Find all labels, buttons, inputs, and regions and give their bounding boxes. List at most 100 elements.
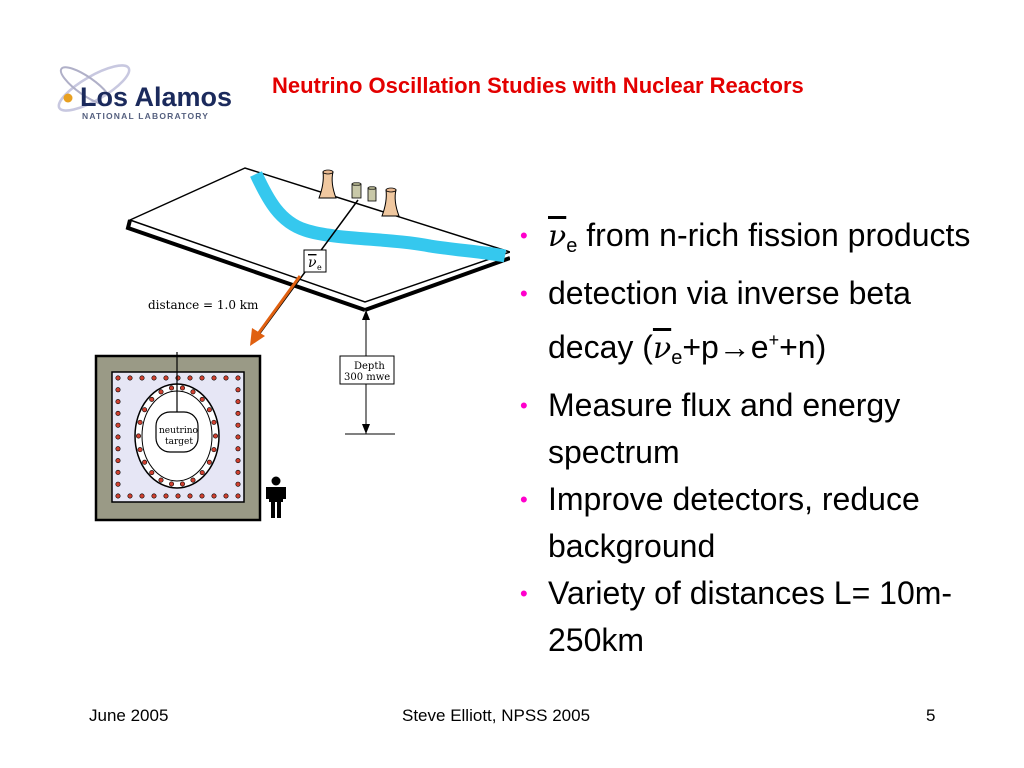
depth-label-line1: Depth [354,361,385,372]
wall-pmt-dot [139,493,145,499]
wall-pmt-dot [235,493,241,499]
wall-pmt-dot [127,493,133,499]
vessel-pmt-dot [158,477,164,483]
vessel-pmt-dot [213,433,219,439]
wall-pmt-dot [163,375,169,381]
antineutrino-symbol: ν [652,331,672,366]
wall-pmt-dot [187,493,193,499]
antineutrino-subscript: e [566,235,578,257]
reaction-arrow-icon: → [718,329,751,365]
distance-label: distance = 1.0 km [148,298,259,312]
river [250,171,507,263]
wall-pmt-dot [127,375,133,381]
wall-pmt-dot [199,375,205,381]
target-label-line1: neutrino [159,426,198,436]
vessel-pmt-dot [142,407,148,413]
vessel-pmt-dot [199,396,205,402]
vessel-pmt-dot [211,419,217,425]
positron-superscript: + [768,330,780,350]
wall-pmt-dot [115,422,121,428]
vessel-pmt-dot [206,407,212,413]
vessel-pmt-dot [137,447,143,453]
vessel-pmt-ring [135,385,219,487]
bullet-icon: • [520,223,528,248]
vessel-pmt-dot [190,477,196,483]
footer-date: June 2005 [89,706,169,725]
wall-pmt-dot [115,387,121,393]
wall-pmt-dot [151,375,157,381]
cooling-tower-icon [318,169,337,199]
bullet-icon: • [520,393,528,418]
wall-pmt-dot [115,410,121,416]
wall-pmt-dot [115,446,121,452]
wall-pmt-dot [211,493,217,499]
depth-label-line2: 300 mwe [344,372,390,383]
bullet-item-inverse-beta-decay: • detection via inverse beta decay (νe+p… [520,270,1000,382]
wall-pmt-dot [235,375,241,381]
wall-pmt-dot [115,434,121,440]
depth-arrow-up-icon [362,310,370,320]
wall-pmt-dot [187,375,193,381]
vessel-pmt-dot [169,481,175,487]
wall-pmt-dot [211,375,217,381]
wall-pmt-dot [151,493,157,499]
depth-box [339,355,395,385]
slide-title: Neutrino Oscillation Studies with Nuclea… [272,73,804,98]
ground-side-edge [364,256,511,312]
antineutrino-subscript: e [671,347,683,369]
antineutrino-symbol: ν [308,255,317,271]
bullet-item-measure-flux: • Measure flux and energy spectrum [520,382,1000,476]
logo-text: Los Alamos [80,82,232,112]
vessel-pmt-dot [179,385,185,391]
wall-pmt-dot [235,481,241,487]
wall-pmt-dot [235,458,241,464]
wall-pmt-dot [115,481,121,487]
wall-pmt-dot [223,493,229,499]
bullet-icon: • [520,581,528,606]
vessel-pmt-dot [149,396,155,402]
vessel-pmt-dot [169,385,175,391]
bullet-item-antineutrino-source: • νe from n-rich fission products [520,212,1000,270]
wall-pmt-dot [235,446,241,452]
target-label-line2: target [165,437,193,447]
los-alamos-logo: Los Alamos NATIONAL LABORATORY [44,50,244,124]
wall-pmt-dot [115,458,121,464]
positron-text: e [750,329,769,365]
orbit-swoosh-2-icon [59,66,113,106]
reactor-vessel-icon [351,182,362,199]
antineutrino-symbol: ν [548,219,567,254]
wall-pmt-dot [235,422,241,428]
wall-pmt-dot [199,493,205,499]
bullet-text: Measure flux and energy spectrum [548,387,901,470]
vessel-pmt-dot [142,459,148,465]
wall-pmt-dot [115,399,121,405]
bullet-list: • νe from n-rich fission products • dete… [520,212,1000,664]
person-icon [266,476,286,518]
footer-author: Steve Elliott, NPSS 2005 [402,706,591,725]
bullet-text: Improve detectors, reduce background [548,481,920,564]
logo-dot-icon [63,93,73,103]
wall-pmt-dot [175,493,181,499]
antineutrino-box [303,249,327,273]
vessel-pmt-dot [137,419,143,425]
logo-subtext: NATIONAL LABORATORY [82,111,209,121]
bullet-icon: • [520,281,528,306]
bullet-text: from n-rich fission products [577,217,971,253]
vessel-pmt-dot [199,470,205,476]
vessel-pmt-dot [179,481,185,487]
vessel-pmt-dot [158,389,164,395]
bullet-item-variety-distances: • Variety of distances L= 10m-250km [520,570,1000,664]
footer-page-number: 5 [926,706,936,725]
wall-pmt-dot [139,375,145,381]
wall-pmt-dot [115,493,121,499]
bullet-icon: • [520,487,528,512]
bullet-item-improve-detectors: • Improve detectors, reduce background [520,476,1000,570]
vessel-pmt-dot [149,470,155,476]
wall-pmt-dot [115,375,121,381]
wall-pmt-dot [235,399,241,405]
wall-pmt-dot [223,375,229,381]
wall-pmt-dot [163,493,169,499]
arrow-head-icon [250,328,265,346]
vessel-pmt-dot [206,459,212,465]
wall-pmt-dot [235,410,241,416]
